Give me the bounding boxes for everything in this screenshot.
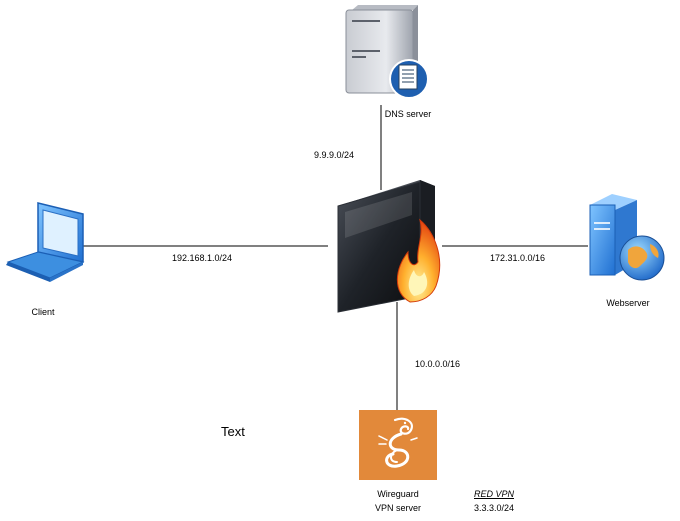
- vpn-note-subnet: 3.3.3.0/24: [474, 503, 515, 513]
- wireguard-dragon-icon: [378, 417, 418, 468]
- dns-server-icon[interactable]: [345, 5, 429, 99]
- wireguard-icon[interactable]: [359, 410, 437, 480]
- client-network-label: 192.168.1.0/24: [172, 253, 233, 263]
- web-server-icon[interactable]: [589, 194, 665, 281]
- vpn-network-label: 10.0.0.0/16: [415, 359, 461, 369]
- laptop-icon[interactable]: [6, 202, 85, 282]
- webserver-label: Webserver: [606, 298, 650, 308]
- free-text-label[interactable]: Text: [221, 424, 245, 439]
- dns-server-label: DNS server: [384, 109, 432, 119]
- web-network-label: 172.31.0.0/16: [490, 253, 546, 263]
- vpn-server-label-line1: Wireguard: [377, 489, 419, 499]
- vpn-note-title: RED VPN: [474, 489, 515, 499]
- firewall-icon[interactable]: [337, 180, 441, 313]
- client-label: Client: [31, 307, 55, 317]
- dns-network-label: 9.9.9.0/24: [314, 150, 355, 160]
- vpn-server-label-line2: VPN server: [374, 503, 422, 513]
